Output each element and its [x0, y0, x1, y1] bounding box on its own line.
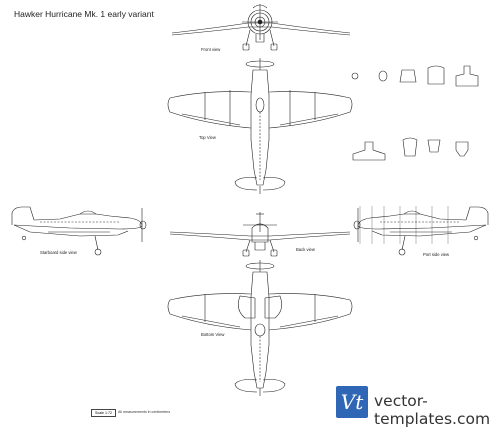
top-view-drawing [168, 58, 352, 194]
brand-text: vector-templates.com [374, 392, 491, 428]
cross-sections [352, 66, 478, 160]
measurement-note: All measurements in centimeters [118, 410, 171, 414]
bottom-view-label: Bottom View [201, 332, 225, 337]
back-view-drawing [170, 212, 350, 256]
vt-logo-icon: Vt [336, 386, 368, 418]
starboard-side-view-drawing [12, 207, 146, 255]
drawing-title: Hawker Hurricane Mk. 1 early variant [14, 9, 154, 19]
brand-block[interactable]: Vt vector-templates.com [336, 386, 496, 428]
front-view-label: Front view [201, 47, 221, 52]
bottom-view-drawing [168, 260, 352, 396]
back-view-label: Back view [296, 247, 315, 252]
top-view-label: Top View [199, 135, 216, 140]
port-side-view-drawing [354, 206, 488, 255]
port-view-label: Port side view [423, 252, 450, 257]
starboard-view-label: Starboard side view [40, 250, 77, 255]
scale-label: Scale 1:72 [91, 409, 116, 417]
front-view-drawing [172, 4, 350, 50]
